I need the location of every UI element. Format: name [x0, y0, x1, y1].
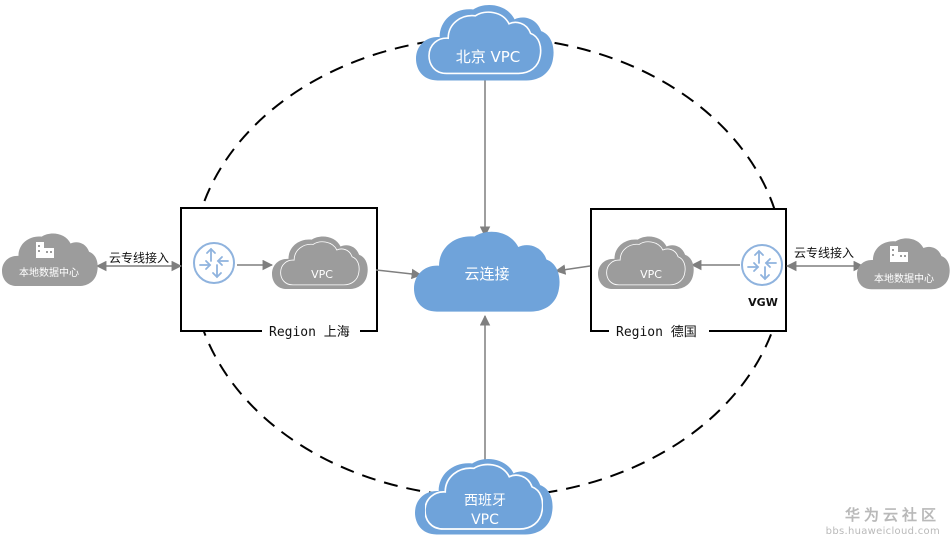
vpc-germany-label: VPC	[640, 268, 662, 281]
watermark: 华为云社区 bbs.huaweicloud.com	[826, 504, 940, 537]
building-icon	[890, 246, 908, 262]
spain-vpc-label-line2: VPC	[471, 512, 499, 528]
building-icon	[36, 242, 54, 258]
region-shanghai-label: Region 上海	[269, 325, 350, 340]
arrow-shanghai-to-center	[375, 268, 423, 280]
cloud-connect-label: 云连接	[464, 265, 509, 283]
dc-right-label: 本地数据中心	[874, 272, 934, 285]
vpc-shanghai-label: VPC	[311, 268, 333, 281]
dc-right-cloud	[857, 238, 950, 290]
link-right-label: 云专线接入	[794, 245, 854, 260]
watermark-title: 华为云社区	[844, 506, 940, 524]
beijing-vpc-label: 北京 VPC	[456, 48, 521, 66]
beijing-vpc-cloud	[416, 4, 554, 81]
dc-left-cloud	[2, 233, 98, 287]
arrow-germany-to-center	[554, 264, 591, 275]
vgw-label: VGW	[748, 296, 778, 309]
watermark-url: bbs.huaweicloud.com	[825, 526, 940, 537]
spain-vpc-label-line1: 西班牙	[464, 493, 506, 509]
router-icon	[193, 242, 235, 284]
region-germany-label: Region 德国	[616, 325, 697, 340]
link-left-label: 云专线接入	[109, 250, 169, 265]
vgw-router-icon	[741, 244, 783, 286]
dc-left-label: 本地数据中心	[19, 266, 79, 279]
